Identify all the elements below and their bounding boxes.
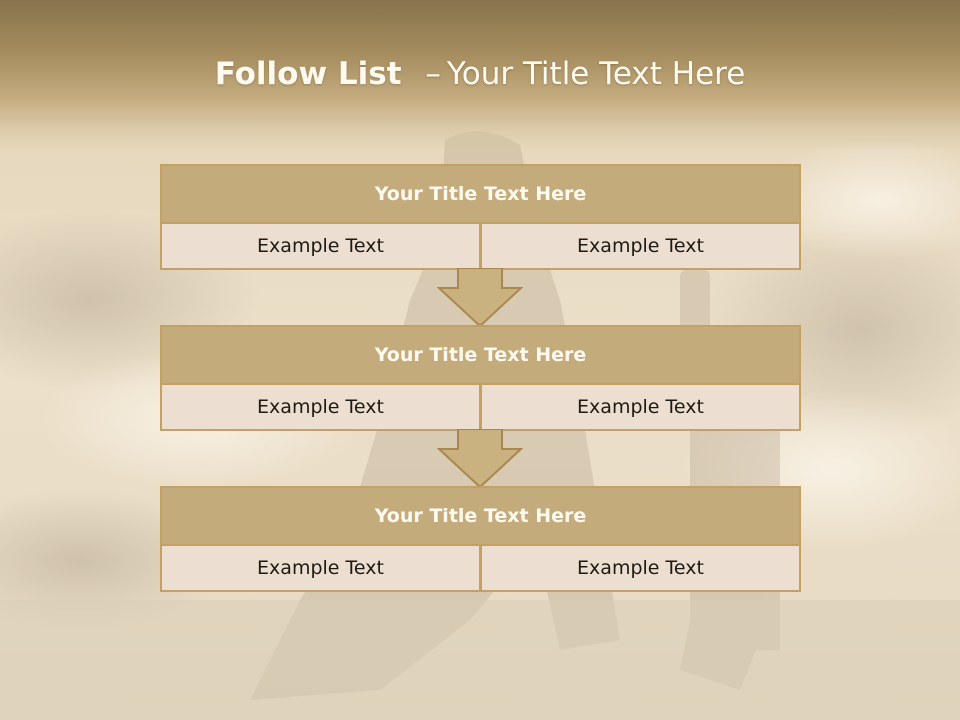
- list-block-2: Your Title Text Here Example Text Exampl…: [160, 325, 801, 431]
- header-band: [0, 0, 960, 150]
- block-cell-left: Example Text: [162, 546, 479, 590]
- block-cell-left: Example Text: [162, 385, 479, 429]
- page-title: Follow List –Your Title Text Here: [0, 56, 960, 92]
- block-cell-right: Example Text: [482, 385, 799, 429]
- block-cell-right: Example Text: [482, 546, 799, 590]
- title-bold: Follow List: [214, 56, 402, 92]
- block-title: Your Title Text Here: [162, 488, 799, 544]
- block-title: Your Title Text Here: [162, 166, 799, 222]
- list-block-3: Your Title Text Here Example Text Exampl…: [160, 486, 801, 592]
- down-arrow-icon: [437, 429, 523, 489]
- down-arrow-icon: [437, 268, 523, 328]
- title-dash: –: [425, 56, 441, 92]
- list-block-1: Your Title Text Here Example Text Exampl…: [160, 164, 801, 270]
- title-rest: Your Title Text Here: [446, 56, 746, 92]
- block-cell-right: Example Text: [482, 224, 799, 268]
- block-title: Your Title Text Here: [162, 327, 799, 383]
- block-cell-left: Example Text: [162, 224, 479, 268]
